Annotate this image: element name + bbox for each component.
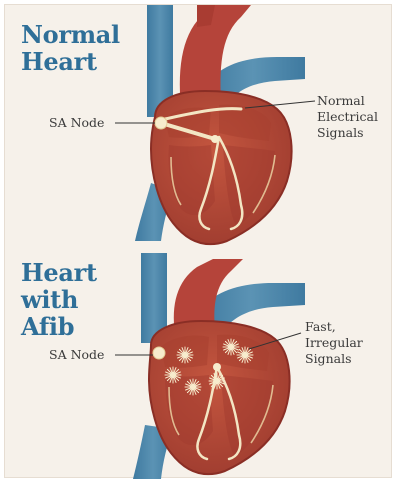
sa-node-dot-top bbox=[155, 117, 167, 129]
irregular-signals-label: Fast, Irregular Signals bbox=[305, 319, 363, 367]
afib-heart-title: Heart with Afib bbox=[21, 259, 97, 340]
afib-heart-title-line3: Afib bbox=[21, 313, 97, 340]
signal-spark bbox=[223, 339, 239, 355]
sa-node-label-bottom: SA Node bbox=[49, 347, 104, 363]
diagram-panel: Normal Heart SA Node Normal Electrical S… bbox=[4, 4, 392, 478]
sa-node-label-text-top: SA Node bbox=[49, 115, 104, 131]
afib-heart-title-line2: with bbox=[21, 286, 97, 313]
sa-node-label-top: SA Node bbox=[49, 115, 104, 131]
heart-illustrations bbox=[5, 5, 393, 479]
normal-signals-label: Normal Electrical Signals bbox=[317, 93, 378, 141]
normal-signals-line3: Signals bbox=[317, 125, 378, 141]
sa-node-dot-bottom bbox=[153, 347, 165, 359]
afib-heart-illustration bbox=[115, 253, 305, 479]
signal-spark bbox=[165, 367, 181, 383]
normal-heart-illustration bbox=[115, 5, 315, 244]
normal-heart-title: Normal Heart bbox=[21, 21, 120, 75]
signal-spark bbox=[209, 373, 225, 389]
irregular-signals-line1: Fast, bbox=[305, 319, 363, 335]
signal-spark bbox=[237, 347, 253, 363]
signal-spark bbox=[177, 347, 193, 363]
sa-node-label-text-bottom: SA Node bbox=[49, 347, 104, 363]
normal-signals-line2: Electrical bbox=[317, 109, 378, 125]
signal-spark bbox=[185, 379, 201, 395]
normal-heart-title-line2: Heart bbox=[21, 48, 120, 75]
afib-heart-title-line1: Heart bbox=[21, 259, 97, 286]
irregular-signals-line2: Irregular bbox=[305, 335, 363, 351]
normal-heart-title-line1: Normal bbox=[21, 21, 120, 48]
normal-signals-line1: Normal bbox=[317, 93, 378, 109]
irregular-signals-line3: Signals bbox=[305, 351, 363, 367]
